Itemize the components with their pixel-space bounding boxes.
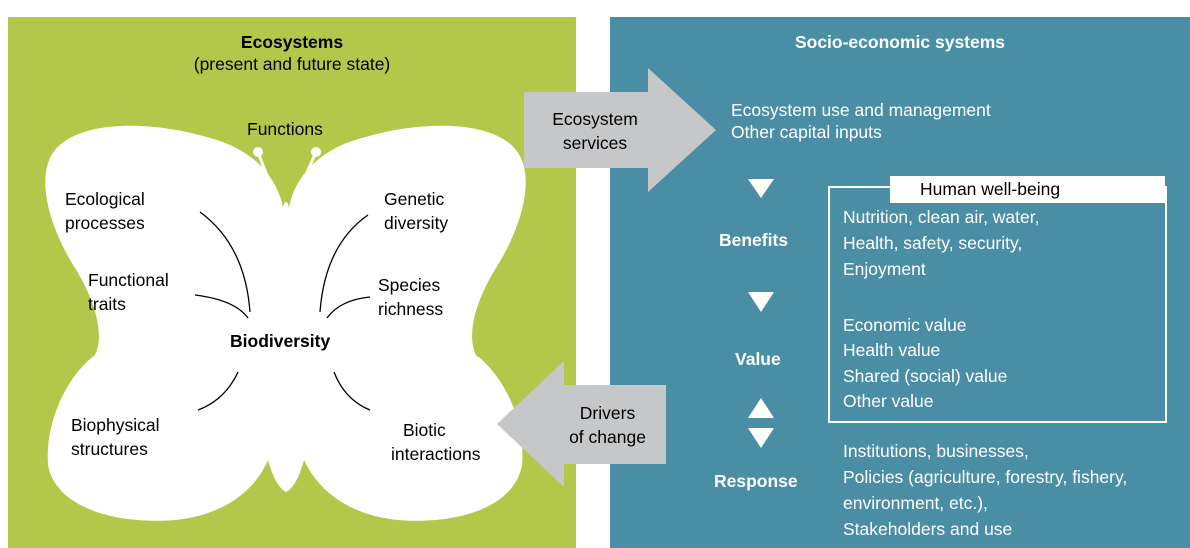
value-down-arrow (748, 292, 774, 312)
biotic-interactions-line2: interactions (391, 444, 481, 464)
socio-economic-title: Socio-economic systems (794, 32, 1006, 52)
value-item-4: Other value (843, 391, 934, 411)
value-item-1: Economic value (843, 315, 967, 335)
socio-economic-panel (610, 17, 1190, 548)
functions-label: Functions (247, 119, 323, 139)
genetic-diversity-line1: Genetic (384, 189, 445, 209)
human-wellbeing-title-box (890, 176, 1165, 203)
ecosystem-services-arrow (524, 68, 716, 192)
biodiversity-label: Biodiversity (230, 331, 331, 351)
response-item-3: environment, etc.), (843, 493, 988, 513)
antenna-tip-right (311, 147, 321, 157)
antenna-tip-left (253, 147, 263, 157)
response-item-4: Stakeholders and use (843, 519, 1013, 539)
value-label: Value (735, 349, 781, 369)
species-richness-line2: richness (378, 299, 444, 319)
response-label: Response (714, 471, 798, 491)
response-item-1: Institutions, businesses, (843, 441, 1029, 461)
biotic-interactions-line1: Biotic (403, 420, 446, 440)
butterfly-shape (45, 125, 526, 521)
input-line-1: Ecosystem use and management (731, 100, 991, 120)
input-line-2: Other capital inputs (731, 122, 882, 142)
ecological-processes-line1: Ecological (65, 189, 145, 209)
drivers-of-change-line1: Drivers (579, 403, 636, 423)
biodiversity-connectors (194, 211, 371, 411)
response-up-arrow (748, 398, 774, 418)
genetic-diversity-line2: diversity (384, 213, 449, 233)
ecosystem-services-line1: Ecosystem (552, 109, 638, 129)
benefits-down-arrow (748, 179, 774, 198)
benefit-item-1: Nutrition, clean air, water, (843, 207, 1040, 227)
human-wellbeing-title: Human well-being (920, 179, 1061, 199)
ecosystems-title: Ecosystems (240, 32, 344, 52)
response-down-arrow (748, 428, 774, 448)
functional-traits-line2: traits (88, 294, 126, 314)
response-item-2: Policies (agriculture, forestry, fishery… (843, 467, 1128, 487)
benefit-item-2: Health, safety, security, (843, 233, 1023, 253)
benefits-label: Benefits (719, 230, 789, 250)
ecosystem-services-line2: services (562, 133, 628, 153)
drivers-of-change-line2: of change (569, 427, 646, 447)
biophysical-structures-line1: Biophysical (71, 415, 160, 435)
drivers-of-change-arrow (497, 361, 666, 487)
functional-traits-line1: Functional (88, 270, 169, 290)
value-item-2: Health value (843, 340, 941, 360)
species-richness-line1: Species (378, 275, 441, 295)
biophysical-structures-line2: structures (71, 439, 148, 459)
value-item-3: Shared (social) value (843, 366, 1008, 386)
benefit-item-3: Enjoyment (843, 259, 926, 279)
ecological-processes-line2: processes (65, 213, 145, 233)
ecosystems-subtitle: (present and future state) (193, 54, 391, 74)
